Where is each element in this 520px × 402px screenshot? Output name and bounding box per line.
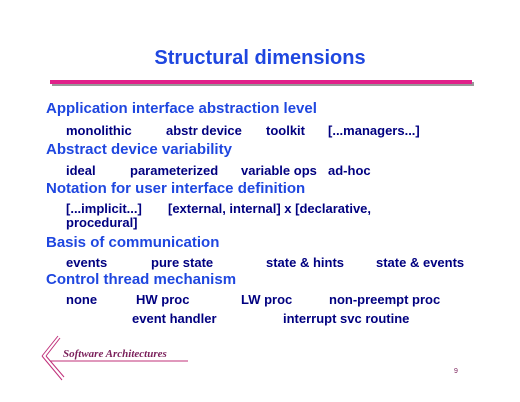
item-external-internal: [external, internal] x [declarative, (168, 201, 372, 216)
item-procedural: procedural] (66, 215, 138, 230)
title-underline (50, 80, 472, 84)
item-managers: [...managers...] (328, 123, 420, 138)
item-state-hints: state & hints (266, 255, 345, 270)
section-heading-control-thread: Control thread mechanism (46, 271, 237, 288)
section-heading-app-interface: Application interface abstraction level (46, 100, 317, 117)
item-monolithic: monolithic (66, 123, 132, 138)
item-parameterized: parameterized (130, 163, 219, 178)
item-interrupt-svc-routine: interrupt svc routine (283, 311, 410, 326)
item-hw-proc: HW proc (136, 292, 190, 307)
item-toolkit: toolkit (266, 123, 305, 138)
software-architectures-logo: Software Architectures (40, 334, 190, 384)
section-heading-basis-communication: Basis of communication (46, 234, 220, 251)
logo-text: Software Architectures (63, 348, 167, 360)
item-abstr-device: abstr device (166, 123, 242, 138)
slide-title: Structural dimensions (154, 47, 366, 69)
item-state-events: state & events (376, 255, 465, 270)
item-lw-proc: LW proc (241, 292, 293, 307)
section-heading-notation: Notation for user interface definition (46, 180, 306, 197)
item-implicit: [...implicit...] (66, 201, 142, 216)
item-event-handler: event handler (132, 311, 217, 326)
logo-emblem-icon (41, 335, 188, 381)
item-non-preempt-proc: non-preempt proc (329, 292, 441, 307)
item-variable-ops: variable ops (241, 163, 317, 178)
section-heading-abstract-device: Abstract device variability (46, 141, 232, 158)
item-none: none (66, 292, 98, 307)
item-events: events (66, 255, 108, 270)
item-pure-state: pure state (151, 255, 214, 270)
page-number: 9 (454, 368, 458, 375)
item-ideal: ideal (66, 163, 96, 178)
item-ad-hoc: ad-hoc (328, 163, 371, 178)
